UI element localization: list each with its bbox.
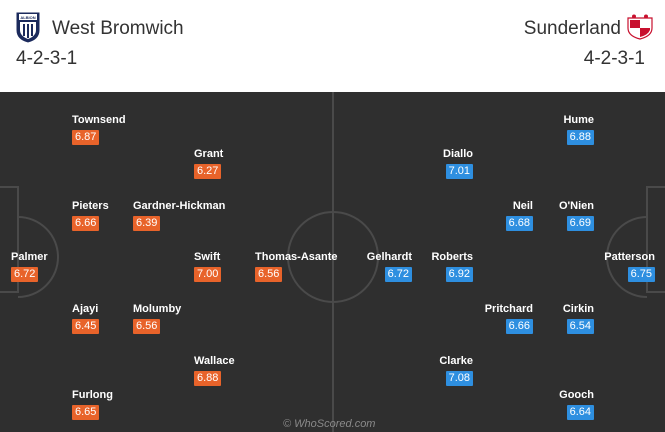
player-name: Hume (563, 114, 594, 126)
player-name: Patterson (604, 251, 655, 263)
player-rating: 6.56 (133, 319, 161, 334)
whoscored-watermark: © WhoScored.com (283, 418, 376, 430)
home-player-wallace[interactable]: Wallace 6.88 (194, 355, 324, 393)
home-player-grant[interactable]: Grant 6.27 (194, 148, 324, 186)
player-name: O'Nien (558, 200, 594, 212)
player-name: Grant (194, 148, 224, 160)
player-name: Wallace (194, 355, 235, 367)
player-name: Gooch (559, 389, 594, 401)
player-rating: 6.87 (72, 130, 100, 145)
player-name: Diallo (443, 148, 473, 160)
player-name: Swift (194, 251, 221, 263)
player-name: Furlong (72, 389, 113, 401)
player-name: Roberts (431, 251, 473, 263)
home-player-palmer[interactable]: Palmer 6.72 (11, 251, 141, 289)
player-name: Molumby (133, 303, 182, 315)
away-team-name[interactable]: Sunderland (523, 18, 621, 39)
player-rating: 6.88 (194, 371, 222, 386)
away-formation: 4-2-3-1 (583, 48, 645, 69)
home-player-thomas-asante[interactable]: Thomas-Asante 6.56 (255, 251, 385, 289)
away-player-pritchard[interactable]: Pritchard 6.66 (403, 303, 533, 341)
player-name: Pieters (72, 200, 109, 212)
west-bromwich-crest-icon: ALBION (15, 11, 41, 44)
away-player-hume[interactable]: Hume 6.88 (464, 114, 594, 152)
player-rating: 6.66 (72, 216, 100, 231)
home-formation: 4-2-3-1 (16, 48, 78, 69)
player-name: Ajayi (72, 303, 99, 315)
player-rating: 6.27 (194, 164, 222, 179)
home-player-ajayi[interactable]: Ajayi 6.45 (72, 303, 202, 341)
sunderland-crest-icon (627, 14, 653, 40)
away-player-cirkin[interactable]: Cirkin 6.54 (464, 303, 594, 341)
home-player-townsend[interactable]: Townsend 6.87 (72, 114, 202, 152)
player-name: Neil (512, 200, 533, 212)
away-player-gelhardt[interactable]: Gelhardt 6.72 (282, 251, 412, 289)
away-player-clarke[interactable]: Clarke 7.08 (343, 355, 473, 393)
home-player-gardner-hickman[interactable]: Gardner-Hickman 6.39 (133, 200, 263, 238)
player-rating: 6.69 (566, 216, 594, 231)
player-rating: 6.75 (627, 267, 655, 282)
player-name: Thomas-Asante (255, 251, 338, 263)
away-player-neil[interactable]: Neil 6.68 (403, 200, 533, 238)
match-header: ALBION West Bromwich 4-2-3-1 Sunderland … (0, 0, 665, 92)
crest-label: ALBION (20, 15, 35, 20)
away-player-gooch[interactable]: Gooch 6.64 (464, 389, 594, 427)
player-rating: 6.54 (566, 319, 594, 334)
home-player-pieters[interactable]: Pieters 6.66 (72, 200, 202, 238)
player-rating: 7.01 (445, 164, 473, 179)
player-name: Gelhardt (366, 251, 412, 263)
home-team-name[interactable]: West Bromwich (52, 18, 184, 39)
player-rating: 6.39 (133, 216, 161, 231)
pitch-markings (0, 92, 665, 432)
player-rating: 6.88 (566, 130, 594, 145)
player-name: Townsend (72, 114, 126, 126)
pitch (0, 92, 665, 432)
player-rating: 6.64 (566, 405, 594, 420)
player-rating: 6.65 (72, 405, 100, 420)
away-player-roberts[interactable]: Roberts 6.92 (343, 251, 473, 289)
home-player-furlong[interactable]: Furlong 6.65 (72, 389, 202, 427)
player-rating: 6.56 (255, 267, 283, 282)
away-player-diallo[interactable]: Diallo 7.01 (343, 148, 473, 186)
player-rating: 6.92 (445, 267, 473, 282)
player-rating: 6.68 (505, 216, 533, 231)
player-rating: 6.45 (72, 319, 100, 334)
player-rating: 6.72 (384, 267, 412, 282)
player-name: Gardner-Hickman (133, 200, 226, 212)
player-name: Pritchard (484, 303, 533, 315)
home-player-swift[interactable]: Swift 7.00 (194, 251, 324, 289)
player-rating: 7.00 (194, 267, 222, 282)
player-rating: 7.08 (445, 371, 473, 386)
player-name: Clarke (439, 355, 473, 367)
player-name: Palmer (11, 251, 48, 263)
away-player-patterson[interactable]: Patterson 6.75 (525, 251, 655, 289)
player-rating: 6.66 (505, 319, 533, 334)
player-name: Cirkin (562, 303, 594, 315)
player-rating: 6.72 (11, 267, 39, 282)
away-player-onien[interactable]: O'Nien 6.69 (464, 200, 594, 238)
home-player-molumby[interactable]: Molumby 6.56 (133, 303, 263, 341)
